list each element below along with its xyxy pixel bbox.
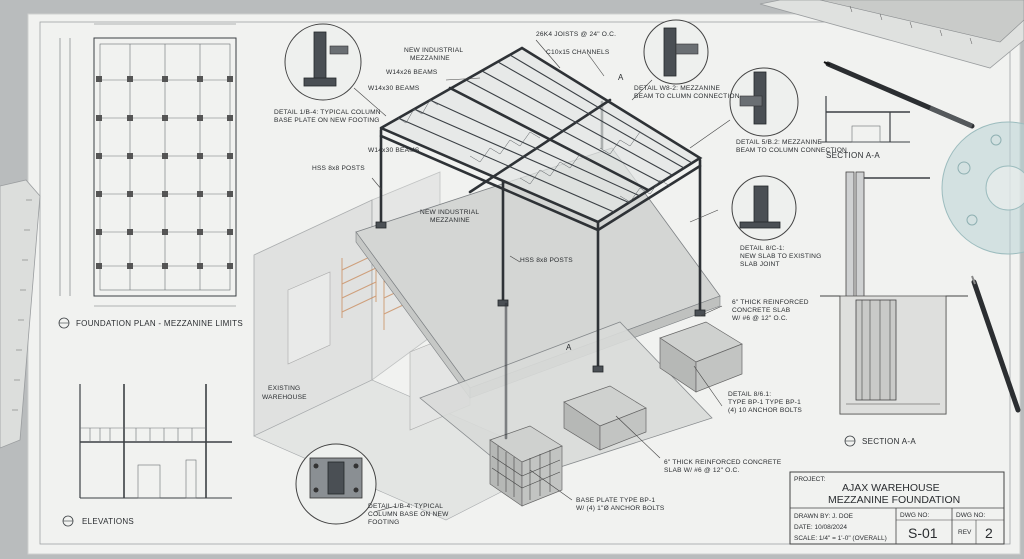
title-drawn-by: DRAWN BY: J. DOE bbox=[794, 513, 854, 520]
section-mark-1: A bbox=[618, 73, 624, 82]
title-rev-label: REV bbox=[958, 529, 972, 536]
title-dwg-no-label-2: DWG NO: bbox=[956, 512, 985, 519]
pencil-icon bbox=[823, 61, 975, 129]
title-project-label: PROJECT: bbox=[794, 476, 826, 483]
detail-bubble-slab-joint bbox=[731, 175, 797, 241]
pen-icon bbox=[971, 275, 1021, 413]
triangle-ruler-icon bbox=[0, 179, 41, 449]
leader-lines bbox=[353, 39, 731, 513]
elevations-title: ELEVATIONS bbox=[82, 517, 134, 526]
section-aa-bottom: SECTION A-A bbox=[820, 171, 968, 447]
concrete-slab bbox=[355, 147, 743, 507]
detail-bubble-column-base bbox=[284, 23, 362, 101]
detail-bubble-beam-column-top bbox=[643, 19, 709, 85]
section-aa-top: SECTION A-A bbox=[820, 96, 910, 160]
label-w14x30-mid: W14x30 BEAMS bbox=[368, 147, 420, 154]
label-channels: C10x15 CHANNELS bbox=[546, 49, 610, 56]
title-project-line2: MEZZANINE FOUNDATION bbox=[828, 494, 960, 506]
detail-bubble-base-bottom bbox=[295, 443, 377, 525]
label-hss-top: HSS 8x8 POSTS bbox=[312, 165, 365, 172]
title-rev-number: 2 bbox=[985, 525, 993, 541]
elevations-view: ELEVATIONS bbox=[62, 384, 232, 527]
title-sheet-number: S-01 bbox=[908, 525, 938, 541]
label-hss-mid: HSS 8x8 POSTS bbox=[520, 257, 573, 264]
protractor-icon bbox=[941, 121, 1024, 255]
section-aa-bottom-title: SECTION A-A bbox=[862, 437, 916, 446]
mezzanine-frame bbox=[379, 46, 703, 232]
title-date: DATE: 10/08/2024 bbox=[794, 524, 847, 531]
title-project-line1: AJAX WAREHOUSE bbox=[842, 482, 940, 494]
section-mark-2: A bbox=[566, 343, 572, 352]
scale-ruler-icon bbox=[759, 0, 1024, 69]
detail-bubble-beam-column-right bbox=[729, 67, 799, 137]
foundation-plan-title: FOUNDATION PLAN - MEZZANINE LIMITS bbox=[76, 319, 243, 328]
title-dwg-no-label: DWG NO: bbox=[900, 512, 929, 519]
title-scale: SCALE: 1/4" = 1'-0" (OVERALL) bbox=[794, 535, 887, 542]
section-aa-top-title: SECTION A-A bbox=[826, 151, 880, 160]
label-w14x30-top: W14x30 BEAMS bbox=[368, 85, 420, 92]
foundation-plan: FOUNDATION PLAN - MEZZANINE LIMITS bbox=[58, 23, 243, 329]
label-detail-86-1: DETAIL 8/6.1:TYPE BP-1 TYPE BP-1(4) 10 A… bbox=[728, 391, 802, 414]
label-w14x26: W14x26 BEAMS bbox=[386, 69, 438, 76]
label-joists: 26K4 JOISTS @ 24" O.C. bbox=[536, 31, 616, 38]
title-block: PROJECT: AJAX WAREHOUSE MEZZANINE FOUNDA… bbox=[789, 471, 1005, 545]
